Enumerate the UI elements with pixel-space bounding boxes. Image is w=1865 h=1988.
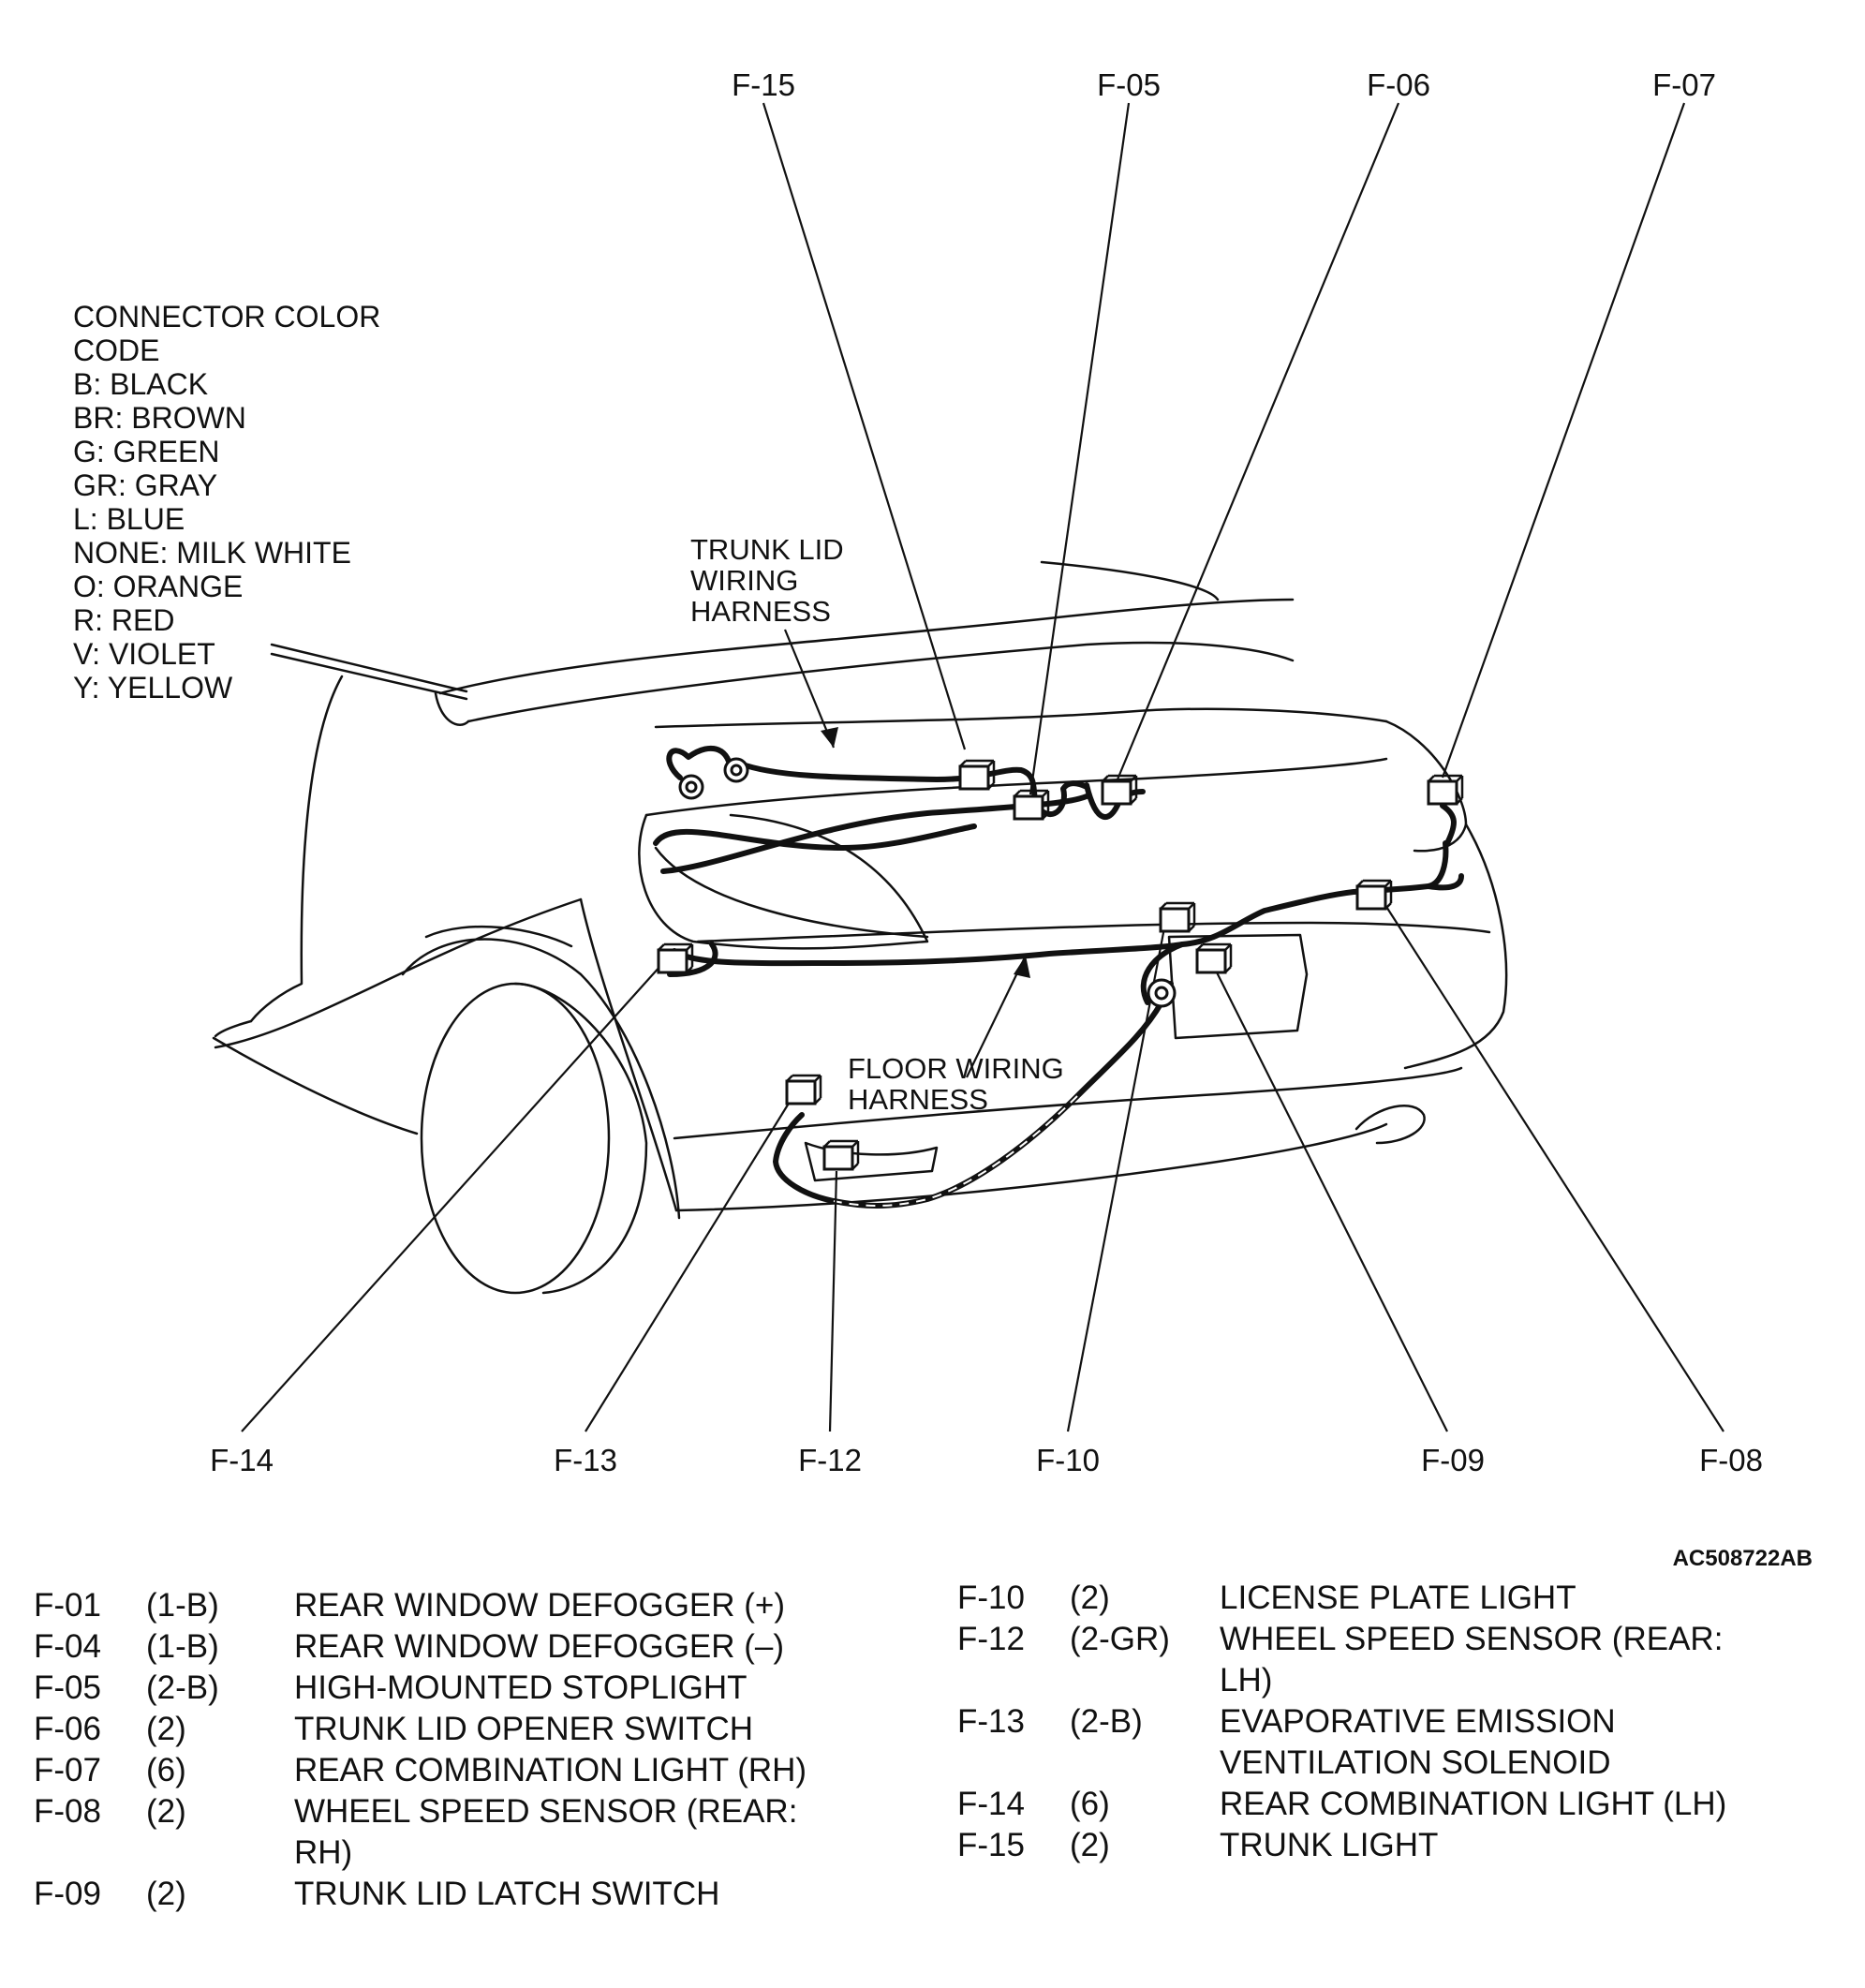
color-code-title: CONNECTOR COLOR [73,300,381,334]
car-body [212,560,1508,1295]
connector-f09 [1195,942,1233,974]
color-code-entry: B: BLACK [73,367,209,401]
legend-row: F-14 (6) REAR COMBINATION LIGHT (LH) [957,1786,1727,1822]
spoiler-left [434,691,470,726]
color-code-entry: O: ORANGE [73,570,244,603]
roof-line-inner [270,652,468,701]
callout-f13: F-13 [554,1443,617,1477]
roof-rear [1040,560,1220,601]
connector-f04 [723,757,749,783]
legend-row: F-05 (2-B) HIGH-MOUNTED STOPLIGHT [34,1669,747,1706]
legend-row: F-06 (2) TRUNK LID OPENER SWITCH [34,1711,754,1747]
callout-f15: F-15 [732,67,795,102]
callout-f09: F-09 [1421,1443,1485,1477]
legend-row: F-09 (2) TRUNK LID LATCH SWITCH [34,1876,720,1912]
connector-f13 [785,1074,822,1105]
connector-f05 [1013,789,1050,821]
legend-row: F-07 (6) REAR COMBINATION LIGHT (RH) [34,1752,807,1788]
fender-top [214,898,583,1049]
color-code-entry: R: RED [73,603,175,637]
color-code-entry: BR: BROWN [73,401,246,435]
rear-deck-edge [654,707,1388,729]
color-code-entry: V: VIOLET [73,637,215,671]
connector-legend-left: F-01 (1-B) REAR WINDOW DEFOGGER (+) F-04… [34,1585,858,1915]
c-pillar [249,675,344,1023]
connector-f14 [657,942,694,974]
callout-f12: F-12 [798,1443,862,1477]
roof-line [270,643,468,693]
floor-harness-dashes [833,1095,1078,1207]
callout-f14: F-14 [210,1443,274,1477]
body-lower-side [212,1036,419,1135]
tail-lamp-left-inner [654,846,929,939]
color-code-entry: GR: GRAY [73,468,218,502]
tail-lamp-left [638,813,929,950]
leader-arrowheads [821,727,1030,978]
floor-harness-label: FLOOR WIRING HARNESS [848,1052,1064,1116]
legend-row: F-15 (2) TRUNK LIGHT [957,1827,1439,1863]
legend-row: F-12 (2-GR) WHEEL SPEED SENSOR (REAR: LH… [957,1621,1724,1699]
callout-f05: F-05 [1097,67,1161,102]
connector-f07 [1427,774,1464,806]
connector-color-code: CONNECTOR COLOR CODE B: BLACK BR: BROWN … [73,300,380,705]
legend-row: F-01 (1-B) REAR WINDOW DEFOGGER (+) [34,1587,786,1624]
connector-f08 [1355,879,1393,911]
callout-f07: F-07 [1652,67,1716,102]
license-recess [1167,933,1309,1040]
connector-f12 [822,1139,860,1171]
leader-lines [241,102,1724,1432]
bumper-left-side [579,898,678,1212]
wheel-arch [401,938,681,1220]
legend-row: F-10 (2) LICENSE PLATE LIGHT [957,1580,1576,1616]
figure-id: AC508722AB [1672,1546,1813,1571]
bumper-top [696,921,1491,943]
rear-panel-right [1384,720,1468,853]
color-code-title-2: CODE [73,334,160,367]
color-code-entry: G: GREEN [73,435,220,468]
floor-harness [667,803,1464,1209]
color-code-entry: Y: YELLOW [73,671,233,705]
callout-f06: F-06 [1367,67,1430,102]
color-code-entry: L: BLUE [73,502,185,536]
trunk-lid-fold [466,641,1295,723]
rear-wheel-tire [513,982,648,1295]
trunk-lid-top [438,598,1295,695]
rear-wheel [420,982,611,1295]
connectors [657,757,1464,1171]
legend-row: F-08 (2) WHEEL SPEED SENSOR (REAR: RH) [34,1793,798,1871]
grommet [1147,978,1177,1008]
quarter-panel [214,1019,253,1038]
bumper-lower [673,1066,1463,1140]
connector-legend-right: F-10 (2) LICENSE PLATE LIGHT F-12 (2-GR)… [957,1578,1838,1866]
connector-f01 [678,774,704,800]
connector-f06 [1101,774,1138,806]
connector-f10 [1159,901,1196,933]
exhaust [1354,1105,1426,1145]
color-code-entry: NONE: MILK WHITE [73,536,351,570]
wheel-arch-inner [424,925,573,948]
body-right-side [1403,823,1508,1070]
callout-f08: F-08 [1699,1443,1763,1477]
callout-f10: F-10 [1036,1443,1100,1477]
connector-f15 [958,759,996,791]
legend-row: F-13 (2-B) EVAPORATIVE EMISSION VENTILAT… [957,1703,1616,1781]
trunk-lid-harness-label: TRUNK LID WIRING HARNESS [690,533,844,628]
legend-row: F-04 (1-B) REAR WINDOW DEFOGGER (–) [34,1628,785,1665]
